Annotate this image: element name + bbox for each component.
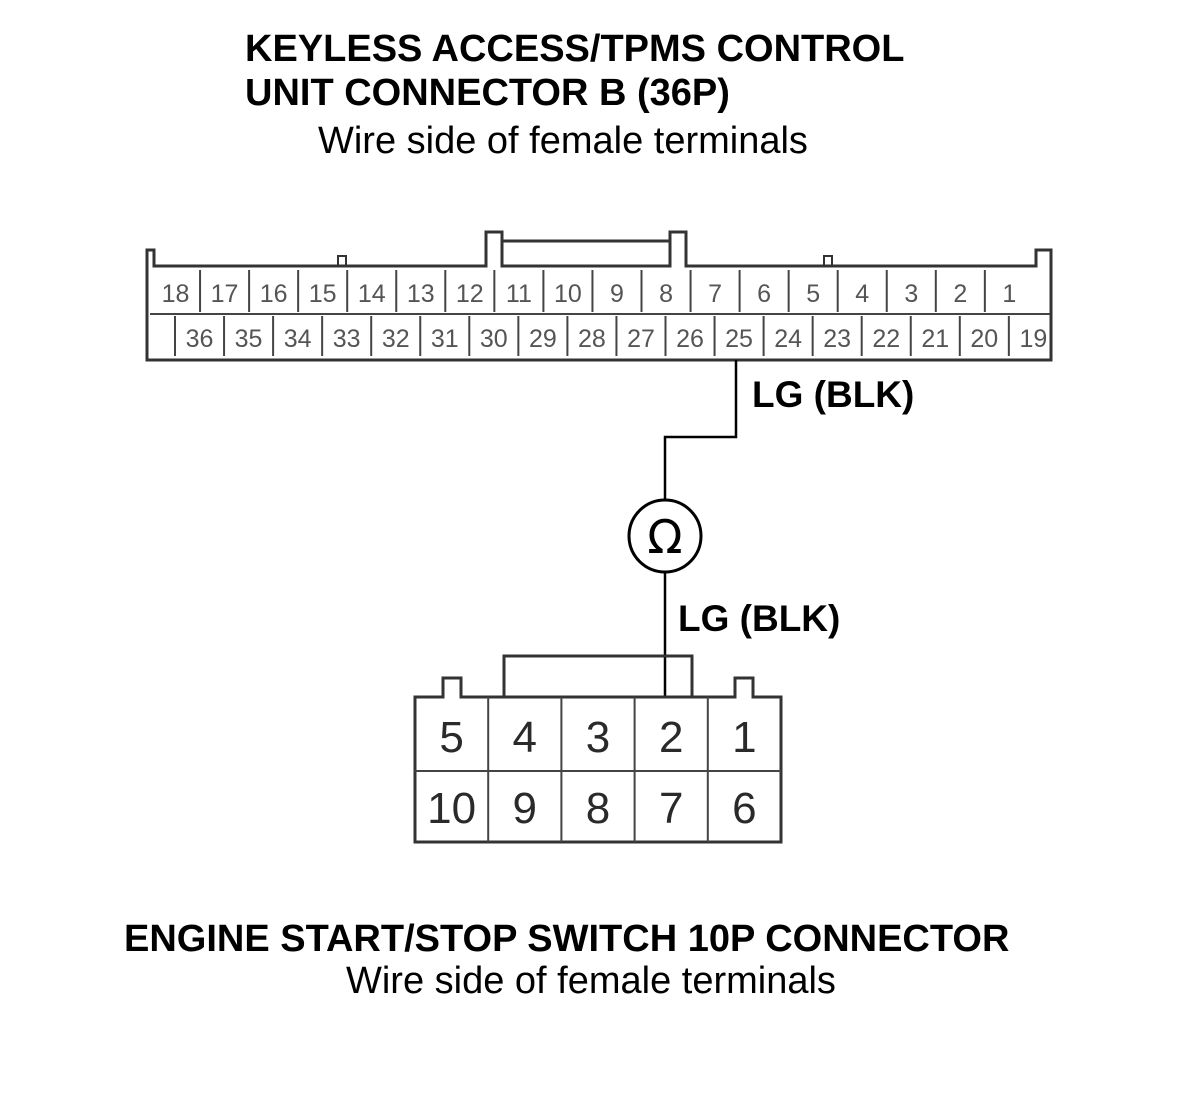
top-connector-housing (145, 230, 1053, 362)
top-pin-24: 24 (774, 325, 802, 353)
top-pin-32: 32 (382, 325, 410, 353)
bottom-pin-7: 7 (659, 784, 683, 833)
top-pin-9: 9 (610, 280, 624, 308)
wire-top-to-meter (663, 360, 738, 502)
top-pin-28: 28 (578, 325, 606, 353)
top-pin-6: 6 (757, 280, 771, 308)
bottom-pin-2: 2 (659, 713, 683, 762)
bottom-connector-title: ENGINE START/STOP SWITCH 10P CONNECTOR (124, 918, 1010, 960)
top-pin-30: 30 (480, 325, 508, 353)
top-pin-3: 3 (904, 280, 918, 308)
top-pin-13: 13 (407, 280, 435, 308)
top-pin-26: 26 (676, 325, 704, 353)
top-pin-25: 25 (725, 325, 753, 353)
top-wire-label: LG (BLK) (752, 374, 915, 415)
top-connector-title-line1: KEYLESS ACCESS/TPMS CONTROL (245, 28, 905, 70)
top-pin-21: 21 (921, 325, 949, 353)
top-connector-title-line2: UNIT CONNECTOR B (36P) (245, 72, 730, 114)
top-pin-2: 2 (953, 280, 967, 308)
top-pin-17: 17 (211, 280, 239, 308)
ohmmeter-symbol: Ω (647, 510, 682, 564)
top-pin-29: 29 (529, 325, 557, 353)
top-pin-10: 10 (554, 280, 582, 308)
top-pin-14: 14 (358, 280, 386, 308)
top-pin-19: 19 (1019, 325, 1047, 353)
top-pin-22: 22 (872, 325, 900, 353)
bottom-wire-label: LG (BLK) (678, 598, 841, 639)
bottom-pin-9: 9 (513, 784, 537, 833)
top-pin-31: 31 (431, 325, 459, 353)
top-pin-27: 27 (627, 325, 655, 353)
bottom-pin-4: 4 (513, 713, 537, 762)
top-connector-pin-grid (150, 270, 1050, 356)
top-connector-bump-right (823, 255, 833, 266)
top-pin-7: 7 (708, 280, 722, 308)
top-pin-5: 5 (806, 280, 820, 308)
bottom-pin-8: 8 (586, 784, 610, 833)
top-pin-18: 18 (162, 280, 190, 308)
top-pin-4: 4 (855, 280, 869, 308)
top-pin-33: 33 (333, 325, 361, 353)
top-pin-15: 15 (309, 280, 337, 308)
top-pin-11: 11 (506, 280, 532, 308)
top-pin-36: 36 (186, 325, 214, 353)
top-pin-20: 20 (970, 325, 998, 353)
bottom-connector-pin-grid (415, 697, 781, 842)
bottom-connector-subtitle: Wire side of female terminals (346, 960, 836, 1002)
top-connector-bump-left (337, 255, 347, 266)
top-connector-subtitle: Wire side of female terminals (318, 120, 808, 162)
top-pin-8: 8 (659, 280, 673, 308)
top-pin-1: 1 (1002, 280, 1016, 308)
bottom-pin-3: 3 (586, 713, 610, 762)
bottom-pin-10: 10 (427, 784, 476, 833)
top-pin-23: 23 (823, 325, 851, 353)
bottom-pin-6: 6 (732, 784, 756, 833)
top-pin-12: 12 (456, 280, 484, 308)
top-pin-35: 35 (235, 325, 263, 353)
bottom-pin-1: 1 (732, 713, 756, 762)
top-pin-16: 16 (260, 280, 288, 308)
bottom-pin-5: 5 (439, 713, 463, 762)
top-pin-34: 34 (284, 325, 312, 353)
